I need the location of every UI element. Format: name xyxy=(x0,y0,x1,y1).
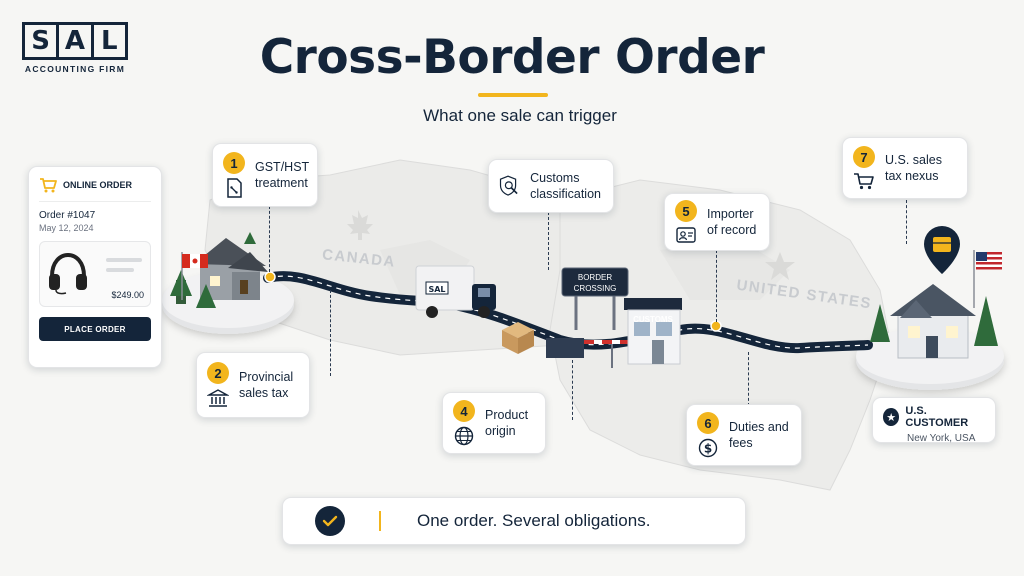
connector-line xyxy=(548,212,549,270)
title-underline xyxy=(478,93,548,97)
online-order-card: ONLINE ORDER Order #1047 May 12, 2024 $2… xyxy=(28,166,162,368)
step-card-provincial-sales-tax: 2 Provincial sales tax xyxy=(196,352,310,418)
step-card-product-origin: 4 Product origin xyxy=(442,392,546,454)
id-card-icon xyxy=(676,227,696,243)
step-card-us-sales-tax-nexus: 7 U.S. sales tax nexus xyxy=(842,137,968,199)
headphones-icon xyxy=(49,252,87,295)
cart-icon xyxy=(40,178,57,193)
product-placeholder-line xyxy=(106,258,142,262)
product-price: $249.00 xyxy=(111,290,144,300)
step-card-customs-classification: Customs classification xyxy=(488,159,614,213)
step-label: Provincial sales tax xyxy=(239,370,294,400)
border-gate-illustration xyxy=(546,338,630,368)
banner-divider xyxy=(379,511,381,531)
step-label: Customs classification xyxy=(530,171,601,201)
parcel-box-illustration xyxy=(502,322,534,354)
maple-leaf-icon xyxy=(347,210,373,240)
step-number-badge: 2 xyxy=(207,362,229,384)
border-crossing-sign xyxy=(561,267,629,297)
logo-letter: L xyxy=(90,25,125,57)
connector-line xyxy=(330,290,331,376)
order-number: Order #1047 xyxy=(39,210,96,221)
shield-search-icon xyxy=(499,175,518,196)
connector-line xyxy=(716,250,717,322)
sender-house-illustration xyxy=(170,232,268,308)
step-card-duties-and-fees: 6 $ Duties and fees xyxy=(686,404,802,466)
logo-letter: A xyxy=(56,25,90,57)
us-star-icon xyxy=(765,252,795,280)
border-sign-text: BORDER xyxy=(578,273,612,282)
summary-banner: One order. Several obligations. xyxy=(282,497,746,545)
step-number-badge: 4 xyxy=(453,400,475,422)
step-label: Importer of record xyxy=(707,207,757,237)
government-building-icon xyxy=(207,389,229,407)
page-subtitle: What one sale can trigger xyxy=(423,106,617,125)
border-sign-text: CROSSING xyxy=(574,284,617,293)
us-customer-card: ★ U.S. CUSTOMER New York, USA xyxy=(872,397,996,444)
step-number-badge: 1 xyxy=(223,152,245,174)
customer-title: U.S. CUSTOMER xyxy=(905,405,969,429)
truck-logo-label: SAL xyxy=(428,285,445,294)
order-date: May 12, 2024 xyxy=(39,223,94,233)
step-card-importer-of-record: 5 Importer of record xyxy=(664,193,770,251)
us-flag-icon xyxy=(973,250,1002,308)
order-card-title: ONLINE ORDER xyxy=(63,180,133,190)
place-order-button[interactable]: PLACE ORDER xyxy=(39,317,151,341)
svg-text:$: $ xyxy=(704,442,712,456)
delivery-truck-illustration xyxy=(415,265,496,318)
connector-line xyxy=(748,352,749,406)
customer-location: New York, USA xyxy=(907,433,976,444)
connector-line xyxy=(269,206,270,272)
star-icon: ★ xyxy=(883,408,900,426)
step-number-badge: 7 xyxy=(853,146,875,168)
customs-booth-illustration xyxy=(624,298,682,365)
shopping-cart-icon xyxy=(854,173,874,190)
globe-icon xyxy=(454,426,474,446)
step-label: U.S. sales tax nexus xyxy=(885,153,942,183)
product-placeholder-line xyxy=(106,268,134,272)
logo-letter: S xyxy=(31,26,51,56)
connector-line xyxy=(906,200,907,244)
step-number-badge: 6 xyxy=(697,412,719,434)
step-label: Product origin xyxy=(485,408,529,438)
order-card-header: ONLINE ORDER xyxy=(39,177,151,202)
canada-flag-icon xyxy=(181,252,208,300)
step-label: Duties and fees xyxy=(729,420,789,450)
step-card-gst-hst: 1 GST/HST treatment xyxy=(212,143,318,207)
step-number-badge: 5 xyxy=(675,200,697,222)
connector-line xyxy=(572,360,573,420)
dollar-coin-icon: $ xyxy=(698,438,718,458)
customs-sign-text: CUSTOMS xyxy=(633,315,674,324)
logo-subtitle: ACCOUNTING FIRM xyxy=(24,64,126,74)
tax-document-icon xyxy=(227,178,242,198)
checkmark-icon xyxy=(315,506,345,536)
product-preview: $249.00 xyxy=(39,241,151,307)
banner-text: One order. Several obligations. xyxy=(417,511,651,530)
location-pin-icon xyxy=(924,226,960,274)
receiver-house-illustration xyxy=(870,284,998,359)
page-title: Cross-Border Order xyxy=(259,30,765,85)
step-label: GST/HST treatment xyxy=(255,160,310,190)
sal-logo: S A L ACCOUNTING FIRM xyxy=(22,22,128,74)
